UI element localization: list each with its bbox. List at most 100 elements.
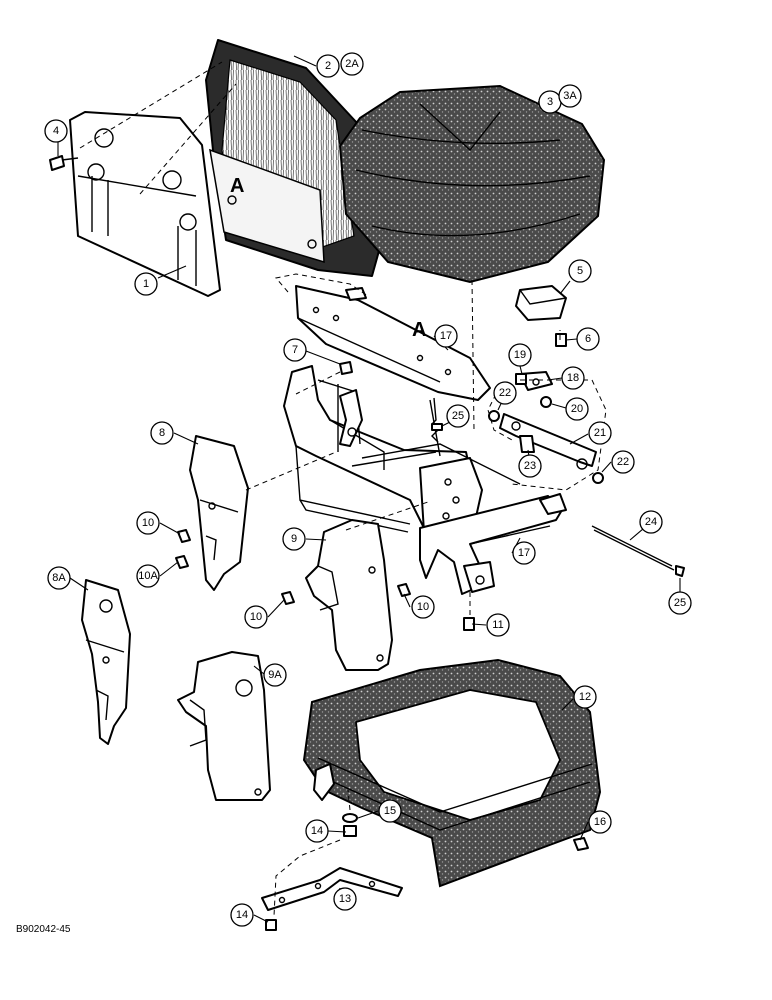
callout: 25 bbox=[668, 591, 692, 615]
svg-text:20: 20 bbox=[571, 403, 583, 415]
callout: 2A bbox=[340, 52, 364, 76]
mounting-rail-lower bbox=[419, 493, 567, 595]
callout: 5 bbox=[568, 259, 592, 283]
callout: 2 bbox=[316, 54, 340, 78]
screw-4 bbox=[49, 155, 79, 171]
callout: 10 bbox=[244, 605, 268, 629]
svg-text:25: 25 bbox=[674, 597, 686, 609]
callout: 21 bbox=[588, 421, 612, 445]
svg-text:3A: 3A bbox=[563, 90, 577, 102]
svg-text:10: 10 bbox=[142, 517, 154, 529]
nut-20 bbox=[540, 396, 552, 408]
suspension-base bbox=[302, 658, 602, 888]
callout: 10 bbox=[136, 511, 160, 535]
callout: 11 bbox=[486, 613, 510, 637]
svg-text:6: 6 bbox=[585, 333, 591, 345]
callout: 22 bbox=[611, 450, 635, 474]
callout: 9 bbox=[282, 527, 306, 551]
rod-24 bbox=[591, 525, 675, 571]
svg-text:8A: 8A bbox=[52, 572, 66, 584]
callout: 17 bbox=[434, 324, 458, 348]
svg-text:19: 19 bbox=[514, 349, 526, 361]
svg-text:22: 22 bbox=[499, 387, 511, 399]
reference-mark-a-plate: A bbox=[412, 319, 426, 341]
svg-text:23: 23 bbox=[524, 460, 536, 472]
svg-text:14: 14 bbox=[311, 825, 323, 837]
svg-text:17: 17 bbox=[440, 330, 452, 342]
callout: 10A bbox=[136, 564, 160, 588]
reference-mark-a-back: A bbox=[230, 175, 244, 197]
svg-text:14: 14 bbox=[236, 909, 248, 921]
callout: 6 bbox=[576, 327, 600, 351]
svg-text:13: 13 bbox=[339, 893, 351, 905]
right-side-shroud bbox=[305, 519, 393, 671]
svg-text:17: 17 bbox=[518, 547, 530, 559]
callout: 18 bbox=[561, 366, 585, 390]
callout: 1 bbox=[134, 272, 158, 296]
bolt-14-lower bbox=[265, 919, 277, 931]
seat-back-cushion bbox=[205, 39, 383, 277]
callout: 25 bbox=[446, 404, 470, 428]
svg-text:11: 11 bbox=[492, 619, 503, 631]
screw-10-right-a bbox=[281, 591, 295, 605]
svg-text:12: 12 bbox=[579, 691, 591, 703]
callout: 7 bbox=[283, 338, 307, 362]
callout: 8A bbox=[47, 566, 71, 590]
svg-text:16: 16 bbox=[594, 816, 606, 828]
support-block bbox=[515, 285, 567, 321]
callout: 13 bbox=[333, 887, 357, 911]
svg-text:18: 18 bbox=[567, 372, 579, 384]
svg-text:3: 3 bbox=[547, 96, 553, 108]
callout: 3A bbox=[558, 84, 582, 108]
callout: 9A bbox=[263, 663, 287, 687]
screw-6 bbox=[555, 333, 567, 347]
washer-22-lower bbox=[592, 472, 604, 484]
callout: 22 bbox=[493, 381, 517, 405]
svg-text:24: 24 bbox=[645, 516, 657, 528]
svg-text:10: 10 bbox=[250, 611, 262, 623]
drawing-id: B902042-45 bbox=[16, 924, 71, 935]
bolt-11 bbox=[463, 617, 475, 631]
svg-text:1: 1 bbox=[143, 278, 149, 290]
washer-15 bbox=[342, 813, 358, 823]
callout: 15 bbox=[378, 799, 402, 823]
spring-pin-19 bbox=[515, 373, 527, 385]
callout: 4 bbox=[44, 119, 68, 143]
seat-bottom-cushion bbox=[338, 84, 606, 284]
svg-text:15: 15 bbox=[384, 805, 396, 817]
left-side-shroud-variant bbox=[81, 579, 131, 745]
svg-text:4: 4 bbox=[53, 125, 59, 137]
seat-back-panel bbox=[69, 111, 221, 297]
callout: 20 bbox=[565, 397, 589, 421]
bolt-16 bbox=[573, 837, 589, 851]
callout: 23 bbox=[518, 454, 542, 478]
callout: 17 bbox=[512, 541, 536, 565]
bolt-14-upper bbox=[343, 825, 357, 837]
screw-10-right-b bbox=[397, 583, 411, 597]
adjustment-lever bbox=[499, 413, 597, 470]
svg-text:10: 10 bbox=[417, 601, 429, 613]
svg-text:2A: 2A bbox=[345, 58, 359, 70]
floor-bracket bbox=[261, 867, 403, 911]
callout: 3 bbox=[538, 90, 562, 114]
svg-text:25: 25 bbox=[452, 410, 464, 422]
callout: 8 bbox=[150, 421, 174, 445]
svg-text:9A: 9A bbox=[268, 669, 282, 681]
screw-10a-left bbox=[175, 555, 189, 569]
callout: 10 bbox=[411, 595, 435, 619]
mounting-plate-upper bbox=[295, 285, 491, 401]
callout: 24 bbox=[639, 510, 663, 534]
bolt-7 bbox=[339, 361, 353, 375]
svg-text:7: 7 bbox=[292, 344, 298, 356]
svg-text:21: 21 bbox=[594, 427, 606, 439]
screw-10-left bbox=[177, 529, 191, 543]
left-side-shroud bbox=[189, 435, 249, 591]
callout: 19 bbox=[508, 343, 532, 367]
right-side-shroud-variant bbox=[177, 651, 271, 801]
svg-text:22: 22 bbox=[617, 456, 629, 468]
callout: 14 bbox=[305, 819, 329, 843]
cotter-pin-25-frame bbox=[431, 423, 443, 431]
svg-text:10A: 10A bbox=[138, 570, 158, 582]
callout: 16 bbox=[588, 810, 612, 834]
